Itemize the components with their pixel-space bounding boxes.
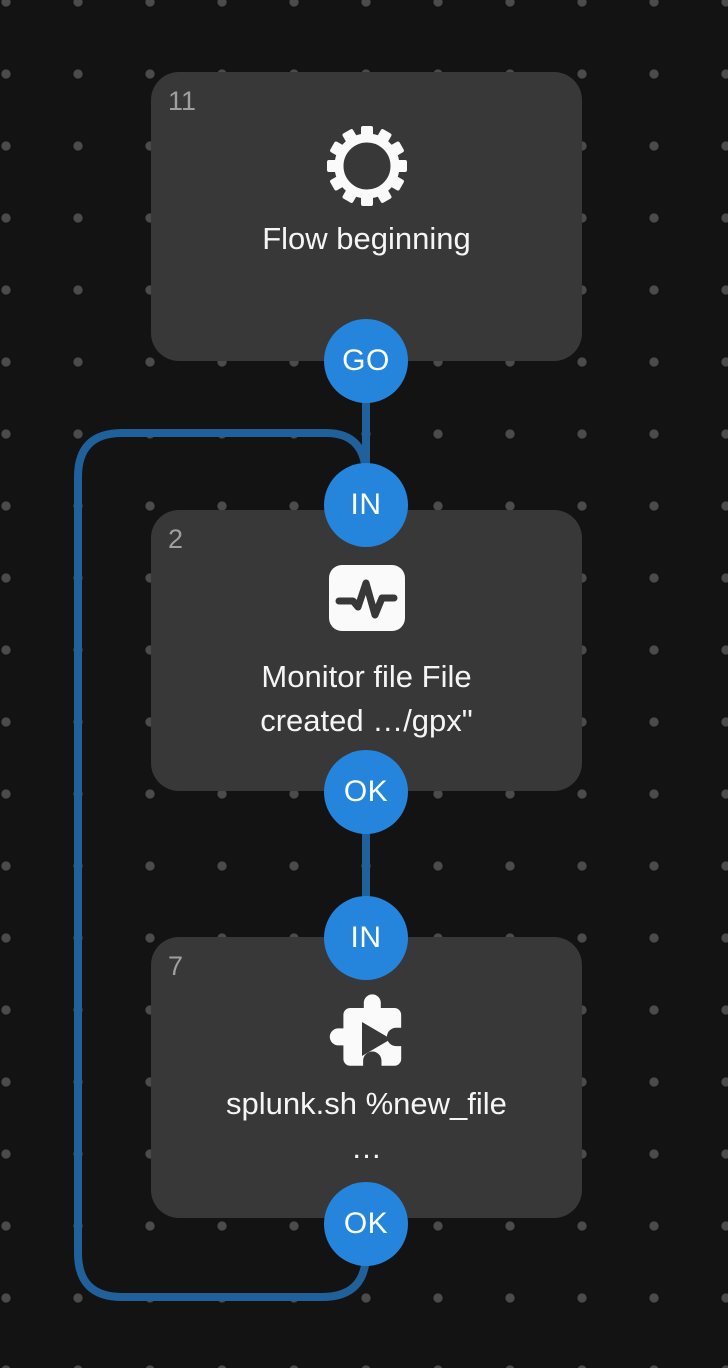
node-title: splunk.sh %new_file … bbox=[151, 1082, 582, 1170]
node-title: Flow beginning bbox=[151, 217, 582, 261]
pulse-monitor-icon bbox=[328, 564, 406, 632]
gear-icon bbox=[326, 126, 407, 206]
node-title-line: created …/gpx" bbox=[260, 703, 473, 738]
node-flow-beginning[interactable]: 11 bbox=[151, 72, 582, 361]
port-in-splunk-script[interactable]: IN bbox=[324, 896, 408, 980]
port-ok-splunk-script[interactable]: OK bbox=[324, 1182, 408, 1266]
port-go-flow-beginning[interactable]: GO bbox=[324, 319, 408, 403]
puzzle-play-icon bbox=[326, 991, 408, 1073]
port-in-monitor-file[interactable]: IN bbox=[324, 463, 408, 547]
node-monitor-file[interactable]: 2 Monitor file File created …/gpx" bbox=[151, 510, 582, 791]
node-id-badge: 11 bbox=[168, 86, 197, 116]
node-id-badge: 7 bbox=[168, 951, 184, 981]
node-title-line: … bbox=[351, 1130, 382, 1165]
node-title-line: Monitor file File bbox=[261, 659, 472, 694]
node-id-badge: 2 bbox=[168, 524, 184, 554]
node-title-line: Flow beginning bbox=[262, 221, 471, 256]
port-ok-monitor-file[interactable]: OK bbox=[324, 750, 408, 834]
node-title-line: splunk.sh %new_file bbox=[226, 1086, 507, 1121]
node-splunk-script[interactable]: 7 splunk.sh %new_file … bbox=[151, 937, 582, 1218]
node-title: Monitor file File created …/gpx" bbox=[151, 655, 582, 743]
